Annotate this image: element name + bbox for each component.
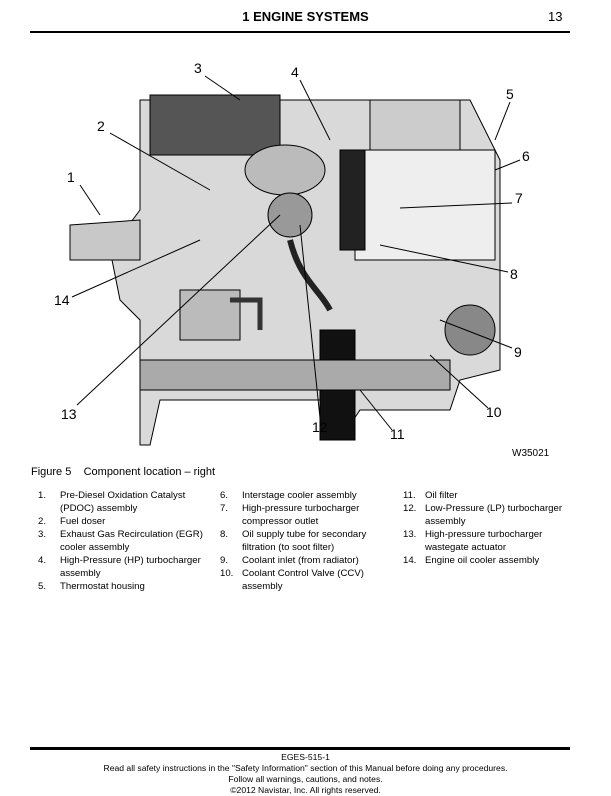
callout-10: 10 bbox=[486, 404, 502, 420]
legend-item: 6. Interstage cooler assembly bbox=[220, 489, 390, 502]
legend-item: 14. Engine oil cooler assembly bbox=[403, 554, 573, 567]
legend-column-2: 6. Interstage cooler assembly 7. High-pres… bbox=[220, 489, 390, 593]
image-id: W35021 bbox=[512, 448, 550, 459]
legend-number: 10. bbox=[220, 568, 234, 579]
copyright: ©2012 Navistar, Inc. All rights reserved… bbox=[230, 785, 381, 795]
legend-item: 4. High-Pressure (HP) turbocharger assemb… bbox=[38, 554, 213, 580]
legend-item: 9. Coolant inlet (from radiator) bbox=[220, 554, 390, 567]
legend-column-1: 1. Pre-Diesel Oxidation Catalyst (PDOC) a… bbox=[38, 489, 213, 593]
callout-11: 11 bbox=[390, 426, 405, 442]
legend-number: 7. bbox=[220, 503, 229, 514]
legend-number: 9. bbox=[220, 555, 229, 566]
figure-title: Component location – right bbox=[83, 466, 216, 478]
legend-text: Exhaust Gas Recirculation (EGR) cooler a… bbox=[60, 529, 203, 553]
callout-3: 3 bbox=[194, 60, 202, 76]
leader-lines bbox=[71, 75, 521, 431]
legend-text: Coolant inlet (from radiator) bbox=[242, 555, 359, 566]
legend-item: 8. Oil supply tube for secondary filtrati… bbox=[220, 528, 390, 554]
callout-7: 7 bbox=[515, 190, 523, 206]
legend-number: 1. bbox=[38, 490, 47, 501]
legend-text: Oil filter bbox=[425, 490, 458, 501]
legend-text: High-pressure turbocharger compressor ou… bbox=[242, 503, 360, 527]
legend-text: Pre-Diesel Oxidation Catalyst (PDOC) ass… bbox=[60, 490, 186, 514]
legend-number: 8. bbox=[220, 529, 229, 540]
legend-number: 3. bbox=[38, 529, 47, 540]
legend-text: High-Pressure (HP) turbocharger assembly bbox=[60, 555, 201, 579]
figure-caption: Figure 5 Component location – right bbox=[31, 466, 215, 478]
legend-item: 13. High-pressure turbocharger wastegate … bbox=[403, 528, 573, 554]
legend-number: 11. bbox=[403, 490, 416, 501]
legend-text: Engine oil cooler assembly bbox=[425, 555, 540, 566]
callout-4: 4 bbox=[291, 64, 299, 80]
callout-8: 8 bbox=[510, 266, 518, 282]
legend-number: 5. bbox=[38, 581, 47, 592]
header-rule bbox=[30, 31, 570, 33]
legend-item: 1. Pre-Diesel Oxidation Catalyst (PDOC) a… bbox=[38, 489, 213, 515]
legend-item: 12. Low-Pressure (LP) turbocharger assemb… bbox=[403, 502, 573, 528]
callout-13: 13 bbox=[61, 406, 77, 422]
legend-number: 13. bbox=[403, 529, 417, 540]
callout-2: 2 bbox=[97, 118, 105, 134]
section-title: 1 ENGINE SYSTEMS bbox=[242, 9, 369, 24]
callout-1: 1 bbox=[67, 169, 75, 185]
legend-text: Interstage cooler assembly bbox=[242, 490, 357, 501]
page-footer: EGES-515-1 Read all safety instructions … bbox=[0, 752, 611, 796]
legend-text: High-pressure turbocharger wastegate act… bbox=[425, 529, 543, 553]
legend-item: 5. Thermostat housing bbox=[38, 580, 213, 593]
legend-number: 4. bbox=[38, 555, 47, 566]
legend-item: 10. Coolant Control Valve (CCV) assembly bbox=[220, 567, 390, 593]
engine-drawing bbox=[69, 94, 501, 446]
callout-5: 5 bbox=[506, 86, 514, 102]
callout-12: 12 bbox=[312, 419, 328, 435]
safety-notice: Read all safety instructions in the "Saf… bbox=[103, 763, 508, 773]
legend-text: Oil supply tube for secondary filtration… bbox=[242, 529, 367, 553]
legend-column-3: 11. Oil filter 12. Low-Pressure (LP) turbo… bbox=[403, 489, 573, 567]
warnings-notice: Follow all warnings, cautions, and notes… bbox=[228, 774, 383, 784]
figure-number: Figure 5 bbox=[31, 466, 72, 478]
legend-text: Low-Pressure (LP) turbocharger assembly bbox=[425, 503, 563, 527]
legend-text: Coolant Control Valve (CCV) assembly bbox=[242, 568, 364, 592]
legend-item: 11. Oil filter bbox=[403, 489, 573, 502]
legend-item: 2. Fuel doser bbox=[38, 515, 213, 528]
legend-item: 7. High-pressure turbocharger compressor … bbox=[220, 502, 390, 528]
callout-6: 6 bbox=[522, 148, 530, 164]
legend-number: 6. bbox=[220, 490, 229, 501]
page-number: 13 bbox=[548, 9, 563, 24]
callout-9: 9 bbox=[514, 344, 522, 360]
legend-text: Fuel doser bbox=[60, 516, 106, 527]
legend-number: 2. bbox=[38, 516, 47, 527]
footer-rule bbox=[30, 747, 570, 750]
document-id: EGES-515-1 bbox=[281, 752, 330, 762]
legend-text: Thermostat housing bbox=[60, 581, 145, 592]
legend-item: 3. Exhaust Gas Recirculation (EGR) cooler… bbox=[38, 528, 213, 554]
legend-number: 12. bbox=[403, 503, 417, 514]
callout-numbers: 1 2 3 4 5 6 7 8 9 10 11 12 13 14 W35021 bbox=[54, 60, 550, 459]
legend-number: 14. bbox=[403, 555, 417, 566]
callout-14: 14 bbox=[54, 292, 70, 308]
engine-illustration: 1 2 3 4 5 6 7 8 9 10 11 12 13 14 W35021 bbox=[54, 60, 550, 459]
